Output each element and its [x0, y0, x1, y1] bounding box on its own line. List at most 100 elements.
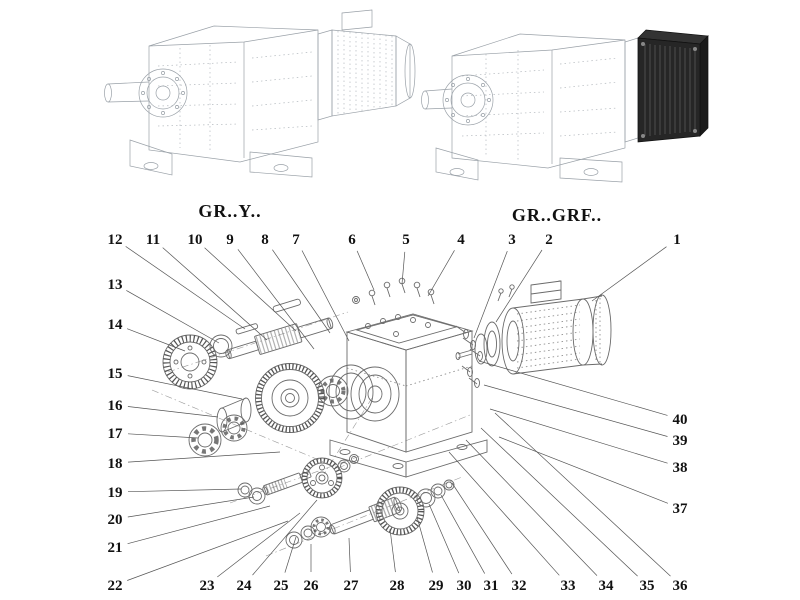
- callout-leader-21: [127, 505, 271, 545]
- callout-leader-36: [494, 412, 671, 577]
- part-retaining-ring: [209, 334, 233, 358]
- part-intermediate-gear: [301, 457, 343, 499]
- callout-number-4: 4: [457, 232, 465, 248]
- callout-number-19: 19: [108, 485, 123, 501]
- callout-leader-28: [389, 528, 396, 573]
- hidden-line-texture: [461, 50, 619, 162]
- part-bearing-flange: [162, 334, 218, 390]
- part-bearing-mid: [317, 375, 349, 407]
- callout-number-12: 12: [108, 232, 123, 248]
- callout-number-23: 23: [200, 578, 215, 594]
- part-gear-housing: [329, 313, 488, 478]
- callout-leader-24: [252, 499, 318, 576]
- dark-fan-housing: [637, 29, 709, 143]
- callout-number-34: 34: [599, 578, 615, 594]
- callout-number-11: 11: [146, 232, 160, 248]
- part-cover-bolts: [365, 314, 431, 337]
- callout-leader-6: [356, 250, 375, 291]
- vent-plug: [352, 296, 360, 304]
- callout-number-17: 17: [108, 426, 124, 442]
- callout-leader-40: [478, 360, 668, 416]
- part-lower-gear: [375, 486, 425, 536]
- callout-leader-34: [465, 439, 598, 576]
- callout-number-10: 10: [188, 232, 203, 248]
- callout-number-6: 6: [348, 232, 356, 248]
- callout-number-13: 13: [108, 277, 123, 293]
- callout-leader-29: [416, 516, 433, 573]
- callout-number-15: 15: [108, 366, 123, 382]
- callout-number-25: 25: [274, 578, 289, 594]
- callout-leader-16: [127, 406, 219, 418]
- callout-leader-23: [217, 512, 301, 578]
- callout-leader-4: [427, 250, 455, 297]
- callout-number-40: 40: [673, 412, 688, 428]
- callout-leader-25: [284, 536, 297, 573]
- callout-number-2: 2: [545, 232, 553, 248]
- output-shaft: [104, 81, 150, 103]
- callout-number-7: 7: [292, 232, 300, 248]
- callout-leader-33: [448, 451, 560, 576]
- callout-leader-17: [127, 433, 199, 439]
- part-motor-flange-rings: [474, 321, 501, 367]
- callout-leader-14: [126, 328, 186, 352]
- callout-number-30: 30: [457, 578, 472, 594]
- callout-leader-27: [348, 537, 351, 573]
- exploded-view: [151, 277, 612, 557]
- callout-number-36: 36: [673, 578, 689, 594]
- callout-number-21: 21: [108, 540, 123, 556]
- callout-leader-18: [127, 451, 281, 463]
- part-studs: [455, 325, 483, 388]
- assembled-view-right: [421, 29, 709, 183]
- callout-leader-39: [483, 384, 668, 437]
- callout-number-14: 14: [108, 317, 124, 333]
- callout-number-22: 22: [108, 578, 123, 594]
- callout-leader-37: [498, 436, 669, 504]
- callout-number-29: 29: [429, 578, 444, 594]
- callout-number-16: 16: [108, 398, 124, 414]
- front-boss: [138, 68, 188, 118]
- part-loose-bolts: [352, 277, 515, 306]
- callout-number-18: 18: [108, 456, 123, 472]
- motor-assembled-left: [317, 9, 416, 121]
- assembled-view-left: [104, 9, 416, 178]
- figure-label-left: GR..Y..: [198, 201, 261, 221]
- mounting-feet: [129, 139, 313, 178]
- hidden-line-texture: [157, 45, 313, 152]
- callout-leader-32: [451, 482, 513, 575]
- callout-leader-5: [401, 251, 406, 285]
- part-output-shaft: [225, 298, 334, 360]
- callout-number-33: 33: [561, 578, 576, 594]
- callout-number-8: 8: [261, 232, 269, 248]
- part-motor: [501, 280, 612, 375]
- callout-leader-12: [125, 246, 246, 330]
- callout-leader-10: [204, 247, 297, 332]
- callout-number-5: 5: [402, 232, 410, 248]
- part-ball-bearings: [188, 414, 248, 457]
- figure-label-right: GR..GRF..: [512, 205, 602, 225]
- callout-number-20: 20: [108, 512, 123, 528]
- part-pinion-cluster: [237, 454, 359, 505]
- callout-number-32: 32: [512, 578, 527, 594]
- part-helical-gear-large: [255, 363, 325, 433]
- callout-leader-31: [440, 494, 486, 574]
- callout-leader-15: [127, 375, 243, 400]
- part-lower-shaft-cluster: [285, 479, 455, 549]
- front-boss: [442, 74, 494, 126]
- callout-leader-30: [428, 503, 460, 574]
- callout-number-35: 35: [640, 578, 655, 594]
- callout-number-28: 28: [390, 578, 405, 594]
- part-key-large: [272, 298, 301, 313]
- callout-leader-2: [495, 249, 543, 323]
- callout-number-24: 24: [237, 578, 253, 594]
- callout-number-3: 3: [508, 232, 516, 248]
- callout-number-37: 37: [673, 501, 689, 517]
- callout-leader-22: [127, 520, 289, 581]
- callout-leader-20: [127, 496, 255, 518]
- callout-leader-7: [301, 250, 350, 342]
- callout-number-1: 1: [673, 232, 681, 248]
- callout-leader-19: [127, 488, 242, 493]
- callout-number-31: 31: [484, 578, 499, 594]
- callout-leader-11: [162, 247, 268, 341]
